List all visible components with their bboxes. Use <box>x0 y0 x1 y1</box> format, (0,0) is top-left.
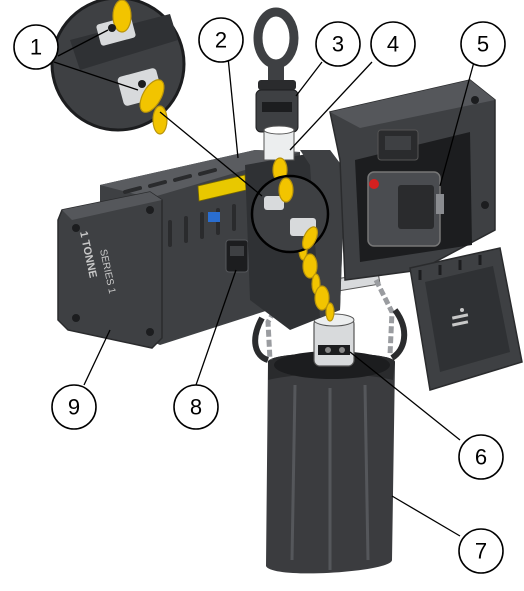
callout-5: 5 <box>460 21 506 67</box>
callout-7: 7 <box>458 528 504 574</box>
callout-3: 3 <box>315 21 361 67</box>
callout-1-label: 1 <box>30 35 42 60</box>
swivel-hook <box>253 7 299 161</box>
callout-3-label: 3 <box>332 32 344 57</box>
callout-8: 8 <box>173 384 219 430</box>
callout-9: 9 <box>51 384 97 430</box>
leader-lines <box>53 29 475 537</box>
callout-1: 1 <box>13 24 59 70</box>
callout-4-label: 4 <box>387 32 399 57</box>
callout-9-label: 9 <box>68 395 80 420</box>
callout-2-label: 2 <box>215 28 227 53</box>
callout-5-label: 5 <box>477 32 489 57</box>
callout-8-label: 8 <box>190 395 202 420</box>
callout-7-label: 7 <box>475 539 487 564</box>
detail-inset-chain-guide <box>250 174 330 254</box>
callout-4: 4 <box>370 21 416 67</box>
chain-end-stop <box>313 313 355 367</box>
callout-6: 6 <box>458 434 504 480</box>
detail-inset-top <box>50 0 186 135</box>
chain-bag <box>266 351 395 574</box>
callout-6-label: 6 <box>475 445 487 470</box>
callout-2: 2 <box>198 17 244 63</box>
